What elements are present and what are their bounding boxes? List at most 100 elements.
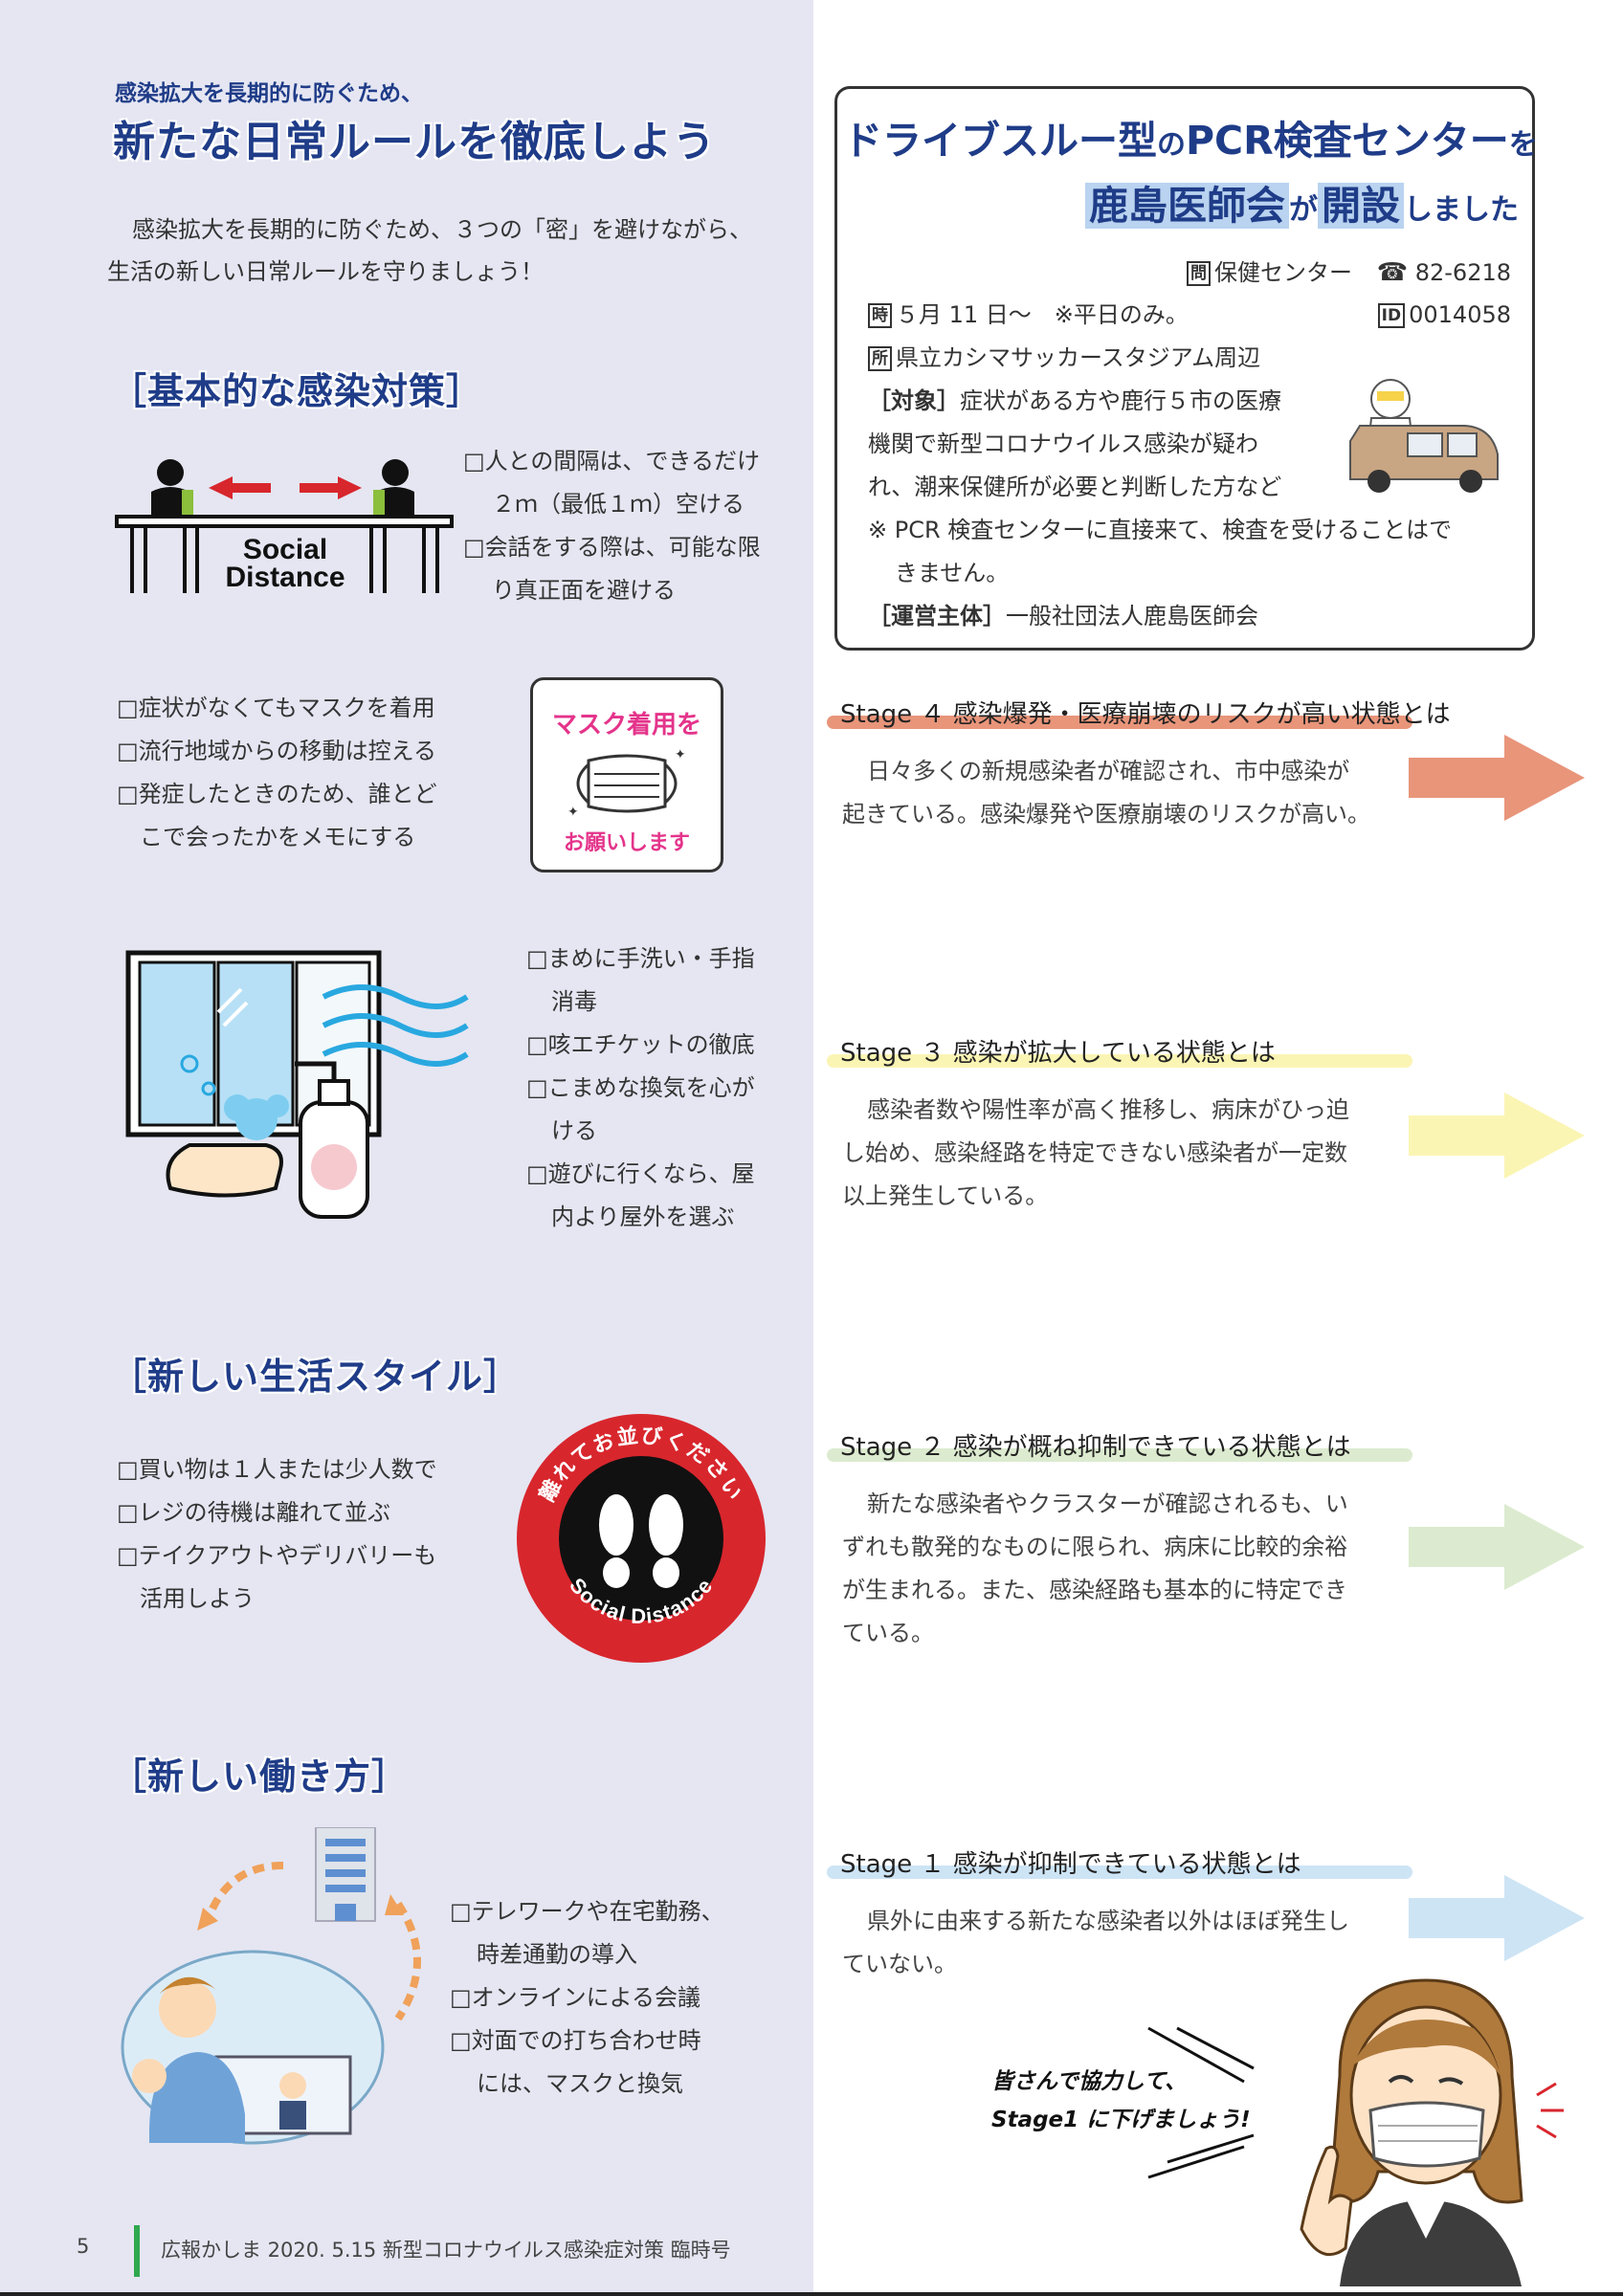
stage-2-text: 新たな感染者やクラスターが確認されるも、い ずれも散発的なものに限られ、病床に比… [842, 1483, 1407, 1655]
pcr-target: ［対象］症状がある方や鹿行５市の医療 機関で新型コロナウイルス感染が疑わ れ、潮… [868, 380, 1327, 509]
list-item: □症状がなくてもマスクを着用 [117, 695, 435, 721]
list-item: には、マスクと換気 [477, 2070, 683, 2097]
list-item: 活用しよう [140, 1585, 255, 1612]
pcr-id-value: 0014058 [1409, 301, 1511, 328]
list-item: □人との間隔は、できるだけ [463, 448, 760, 475]
intro-line-2: 生活の新しい日常ルールを守りましょう！ [107, 258, 544, 285]
intro-line-1: 感染拡大を長期的に防ぐため、３つの「密」を避けながら、 [132, 216, 752, 243]
basic-measures-list-c: □まめに手洗い・手指 消毒 □咳エチケットの徹底 □こまめな換気を心が ける □… [526, 938, 813, 1239]
footprints-icon [599, 1494, 683, 1588]
list-item: 時差通勤の導入 [477, 1941, 637, 1968]
stage-4-title: Stage ４ 感染爆発・医療崩壊のリスクが高い状態とは [840, 700, 1451, 729]
pcr-operator: ［運営主体］一般社団法人鹿島医師会 [868, 595, 1258, 638]
pcr-title-part: が [1289, 193, 1318, 227]
list-item: □テイクアウトやデリバリーも [117, 1542, 437, 1569]
telework-illustration [121, 1827, 421, 2145]
phone-icon: ☎ [1376, 258, 1409, 287]
pcr-title-part: の [1157, 128, 1186, 162]
list-item: ける [551, 1117, 597, 1144]
stage-text-line: 県外に由来する新たな感染者以外はほぼ発生し [867, 1908, 1349, 1934]
stage-3-title: Stage ３ 感染が拡大している状態とは [840, 1039, 1276, 1068]
footer-accent-bar [134, 2225, 140, 2277]
stage-text-line: 日々多くの新規感染者が確認され、市中感染が [867, 758, 1350, 784]
stage-2-title: Stage ２ 感染が概ね抑制できている状態とは [840, 1433, 1351, 1462]
mask-sign-bottom: お願いします [563, 831, 690, 855]
list-item: □発症したときのため、誰とど [117, 781, 437, 807]
id-tag: ID [1377, 303, 1406, 328]
speech-line-1: 皆さんで協力して、 [991, 2069, 1188, 2094]
pcr-title-part: を [1508, 128, 1538, 162]
stage-4-bar [827, 716, 1412, 729]
pcr-contact: 問保健センター ☎ 82-6218 [1187, 252, 1511, 295]
mask-sign: マスク着用を ✦ ✦ お願いします [530, 677, 723, 872]
stage-3-arrow-icon [1409, 1093, 1585, 1179]
pcr-center-notice: ドライブスルー型のPCR検査センターを 鹿島医師会が開設しました 問保健センター… [834, 86, 1538, 651]
stage-1-bar [827, 1866, 1412, 1879]
stage-4-arrow-icon [1409, 735, 1585, 821]
list-item: □流行地域からの移動は控える [117, 738, 436, 764]
list-item: □こまめな換気を心が [526, 1074, 755, 1101]
pcr-place: 所県立カシマサッカースタジアム周辺 [868, 337, 1260, 380]
stage-3-text: 感染者数や陽性率が高く推移し、病床がひっ迫 し始め、感染経路を特定できない感染者… [842, 1089, 1407, 1218]
list-item: 内より屋外を選ぶ [551, 1203, 735, 1230]
page-headline: 新たな日常ルールを徹底しよう [113, 118, 716, 166]
stage-text-line: し始め、感染経路を特定できない感染者が一定数 [842, 1139, 1347, 1166]
list-item: □テレワークや在宅勤務、 [450, 1898, 724, 1925]
emphasis-lines [1147, 2026, 1255, 2179]
operator-label: ［運営主体］ [868, 603, 1006, 629]
social-distance-illustration: Social Distance [115, 459, 454, 593]
contact-phone: 82-6218 [1414, 259, 1511, 286]
stage-text-line: 起きている。感染爆発や医療崩壊のリスクが高い。 [842, 801, 1370, 828]
section-basic-measures-heading: ［基本的な感染対策］ [110, 370, 484, 412]
list-item: □買い物は１人または少人数で [117, 1456, 437, 1483]
stage-text-line: ずれも散発的なものに限られ、病床に比較的余裕 [842, 1534, 1348, 1560]
stage-4-text: 日々多くの新規感染者が確認され、市中感染が 起きている。感染爆発や医療崩壊のリス… [842, 750, 1407, 836]
target-label: ［対象］ [868, 387, 960, 414]
stage-2-bar [827, 1448, 1412, 1462]
basic-measures-list-b: □症状がなくてもマスクを着用 □流行地域からの移動は控える □発症したときのため… [117, 687, 519, 859]
section-new-lifestyle-heading: ［新しい生活スタイル］ [110, 1356, 522, 1398]
stage-1-text: 県外に由来する新たな感染者以外はほぼ発生し ていない。 [842, 1900, 1407, 1986]
section-new-workstyle-heading: ［新しい働き方］ [110, 1755, 410, 1798]
stage-2-arrow-icon [1409, 1504, 1585, 1590]
mask-icon: ✦ ✦ [567, 747, 686, 820]
pcr-date-value: ５月 11 日～ ※平日のみ。 [896, 301, 1189, 328]
contact-place: 保健センター [1214, 259, 1353, 286]
operator-name: 一般社団法人鹿島医師会 [1006, 603, 1258, 629]
pcr-note: ※ PCR 検査センターに直接来て、検査を受けることはで きません。 [868, 509, 1519, 595]
contact-tag: 問 [1187, 261, 1212, 286]
new-lifestyle-list: □買い物は１人または少人数で □レジの待機は離れて並ぶ □テイクアウトやデリバリ… [117, 1448, 519, 1621]
stage-1-arrow-icon [1409, 1875, 1585, 1961]
stage-text-line: 新たな感染者やクラスターが確認されるも、い [867, 1490, 1348, 1517]
list-item: こで会ったかをメモにする [140, 824, 416, 850]
target-line: 機関で新型コロナウイルス感染が疑わ [868, 430, 1258, 457]
list-item: □まめに手洗い・手指 [526, 945, 755, 972]
stage-3-bar [827, 1054, 1412, 1068]
page-kicker: 感染拡大を長期的に防ぐため、 [115, 81, 423, 106]
note-line: ※ PCR 検査センターに直接来て、検査を受けることはで [868, 517, 1453, 543]
date-tag: 時 [868, 303, 892, 328]
window-handwash-illustration [125, 950, 469, 1219]
pcr-title-part: 開設 [1318, 183, 1404, 229]
list-item: □会話をする際は、可能な限 [463, 534, 761, 561]
pcr-title-part: しました [1404, 193, 1519, 227]
stage-text-line: が生まれる。また、感染経路も基本的に特定でき [842, 1577, 1347, 1603]
bottom-rule [0, 2292, 1623, 2296]
list-item: □咳エチケットの徹底 [526, 1031, 755, 1058]
list-item: 消毒 [551, 988, 597, 1015]
page-number: 5 [77, 2235, 90, 2258]
list-item: ２ｍ（最低１ｍ）空ける [492, 491, 745, 518]
intro-text: 感染拡大を長期的に防ぐため、３つの「密」を避けながら、 生活の新しい日常ルールを… [107, 209, 796, 293]
list-item: □対面での打ち合わせ時 [450, 2027, 701, 2054]
pcr-title-line-1: ドライブスルー型のPCR検査センターを [843, 108, 1538, 166]
basic-measures-list-a: □人との間隔は、できるだけ ２ｍ（最低１ｍ）空ける □会話をする際は、可能な限 … [463, 440, 808, 612]
pcr-title-line-2: 鹿島医師会が開設しました [1085, 173, 1519, 231]
speech-line-2: Stage1 に下げましょう! [991, 2108, 1251, 2132]
svg-text:✦: ✦ [567, 805, 579, 820]
list-item: □オンラインによる会議 [450, 1984, 700, 2011]
pcr-title-part: 鹿島医師会 [1085, 183, 1289, 229]
target-line: れ、潮来保健所が必要と判断した方など [868, 474, 1282, 500]
masked-woman-illustration [1300, 1978, 1564, 2286]
